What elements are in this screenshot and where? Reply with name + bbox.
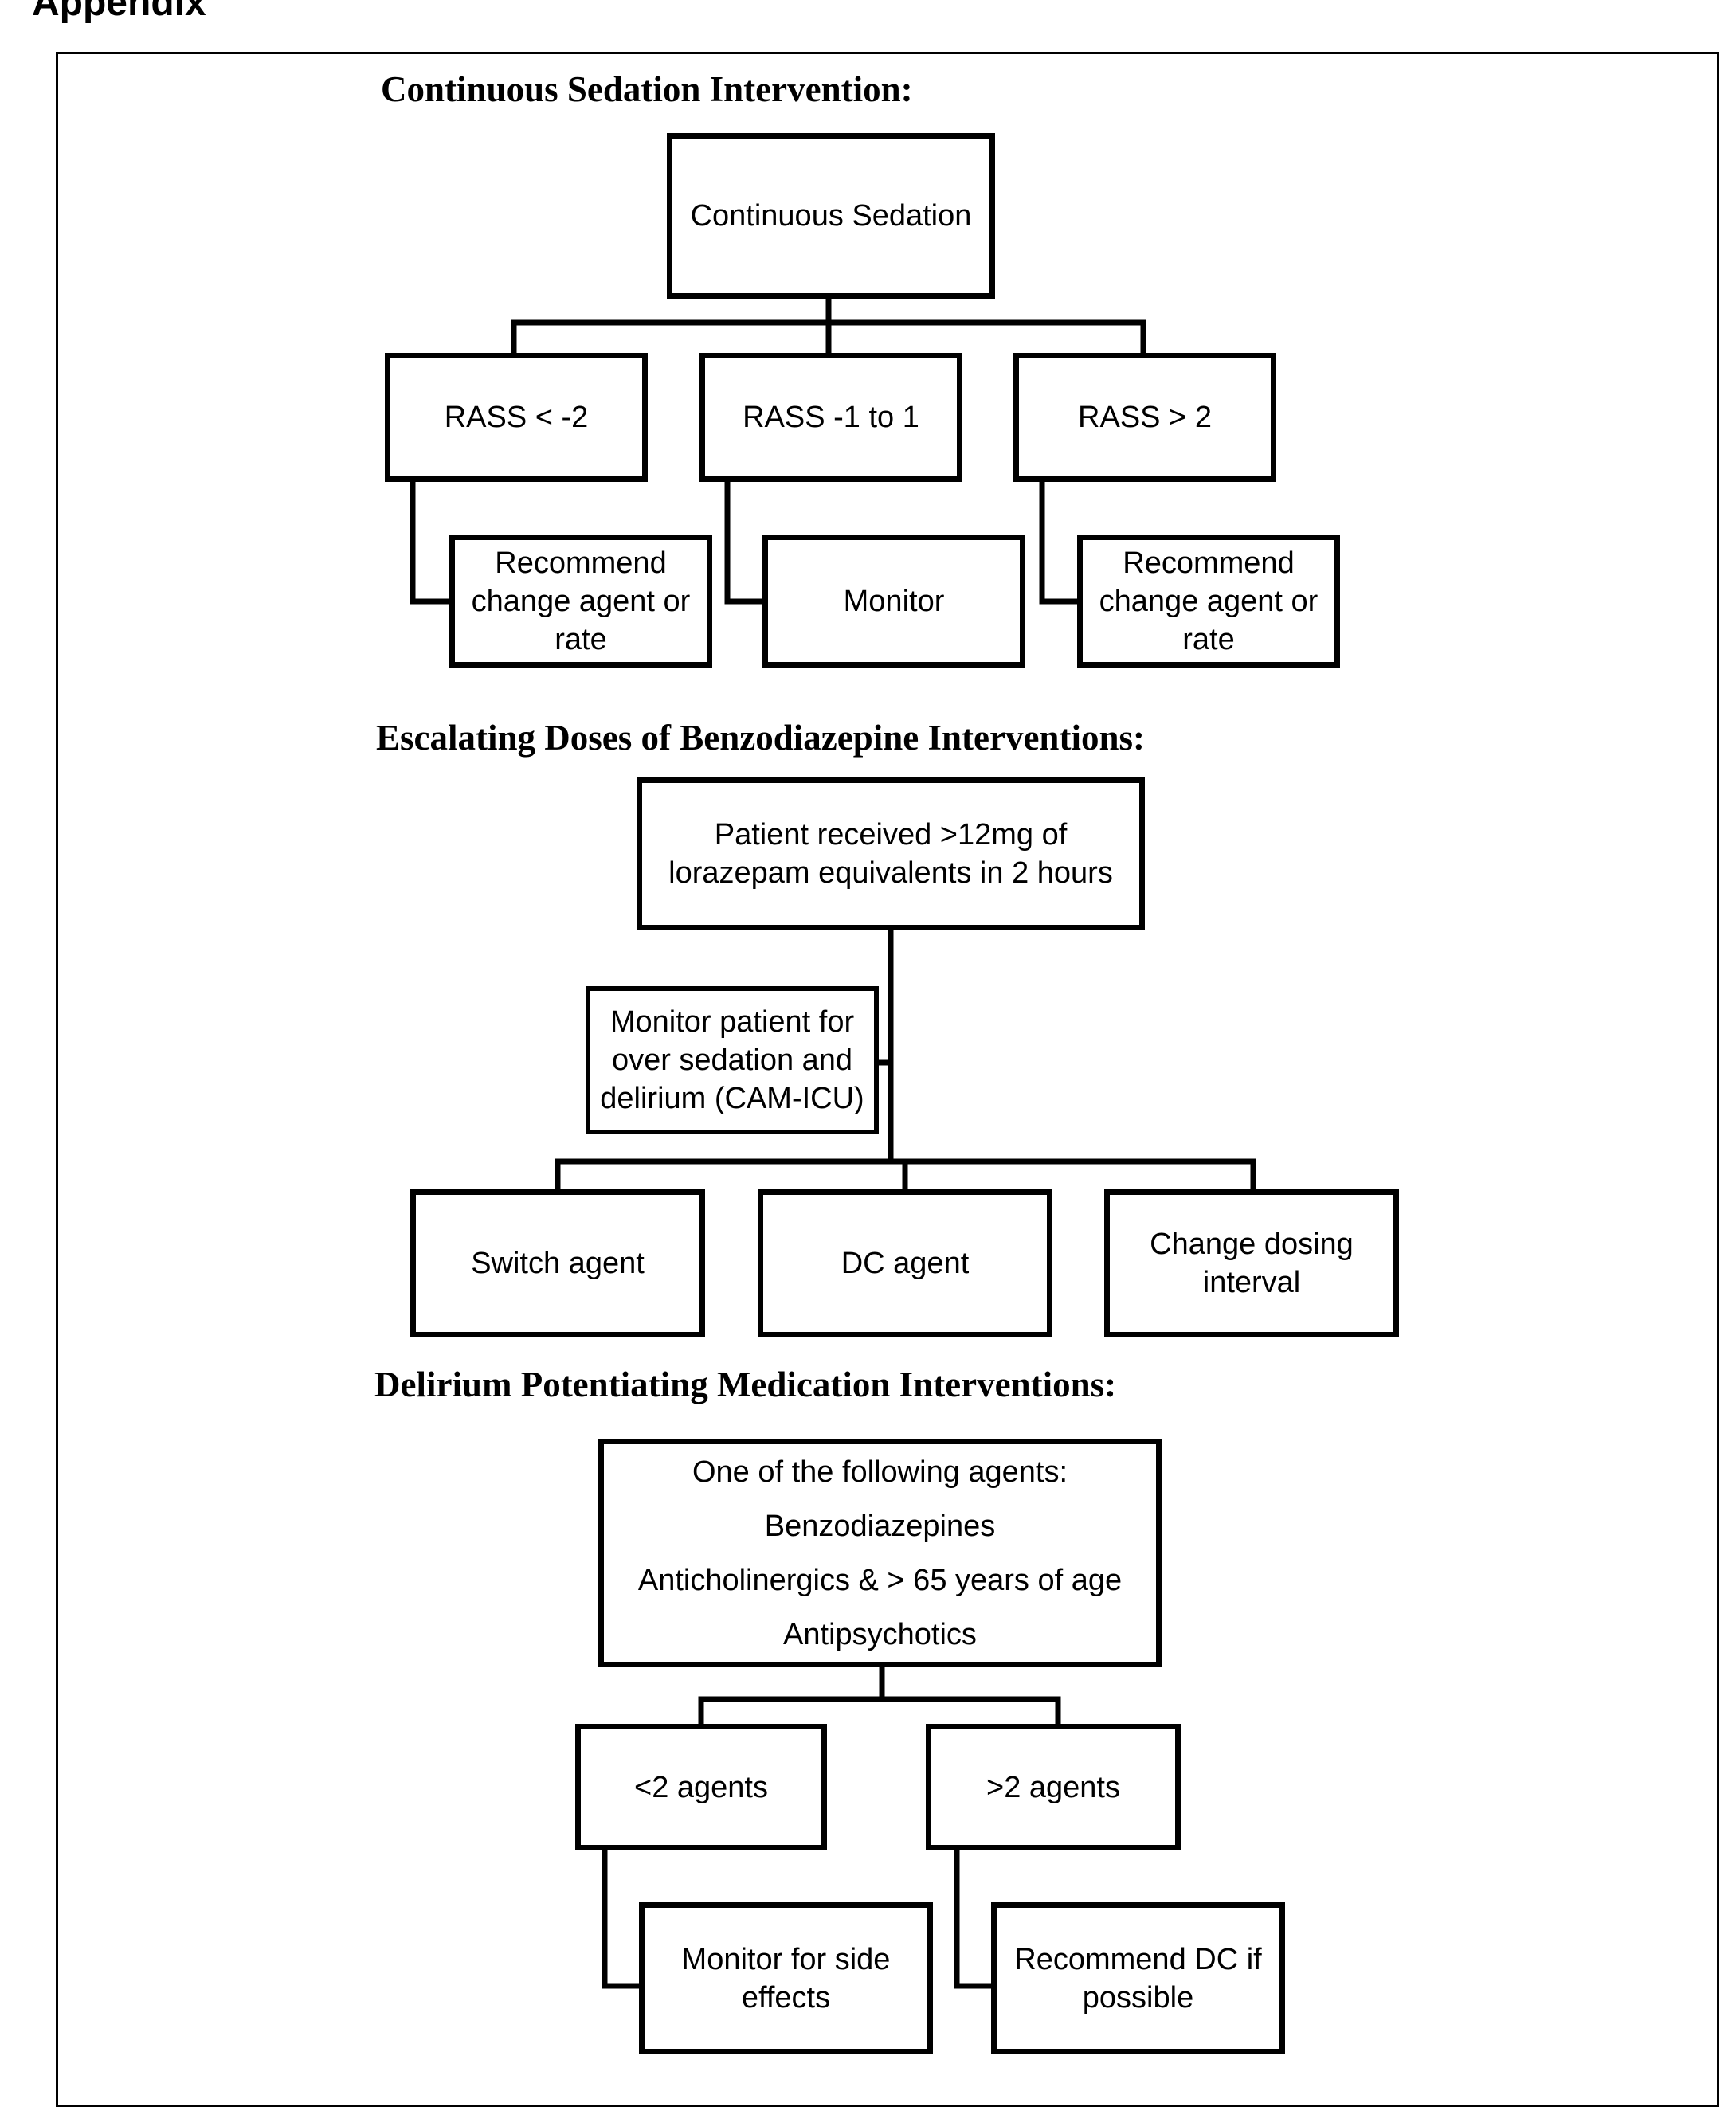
box-text-line: Benzodiazepines xyxy=(764,1509,996,1543)
box-dc-agent: DC agent xyxy=(758,1189,1052,1337)
section-title-delirium: Delirium Potentiating Medication Interve… xyxy=(374,1365,1117,1404)
box-text-line: possible xyxy=(1082,1980,1194,2015)
box-recommend-change-low: Recommend change agent or rate xyxy=(449,535,712,668)
box-switch-agent: Switch agent xyxy=(410,1189,705,1337)
box-text-line: rate xyxy=(1182,622,1235,656)
box-rass-high: RASS > 2 xyxy=(1013,353,1276,482)
connector-lt2-to-action xyxy=(602,1847,645,1989)
box-text-line: One of the following agents: xyxy=(692,1455,1068,1489)
box-text-line: change agent or xyxy=(471,584,691,618)
connector-rass-low-to-action xyxy=(410,479,455,605)
box-text-line: Recommend xyxy=(1123,546,1295,580)
box-text-line: Monitor patient for xyxy=(609,1005,855,1039)
box-text-line: Monitor for side xyxy=(681,1942,891,1976)
box-recommend-change-high: Recommend change agent or rate xyxy=(1077,535,1340,668)
connector-rass-mid-to-action xyxy=(724,479,768,605)
connector-benzo-branches xyxy=(555,1158,1256,1194)
box-rass-low: RASS < -2 xyxy=(385,353,648,482)
box-text-line: rate xyxy=(555,622,607,656)
box-monitor-over-sedation: Monitor patient for over sedation and de… xyxy=(586,986,879,1134)
box-continuous-sedation: Continuous Sedation xyxy=(667,133,995,299)
box-agents-list: One of the following agents: Benzodiazep… xyxy=(598,1439,1162,1667)
connector-ge2-to-action xyxy=(954,1847,997,1989)
box-text: >2 agents xyxy=(986,1770,1120,1804)
box-monitor: Monitor xyxy=(762,535,1025,668)
box-text-line: Recommend DC if xyxy=(1014,1942,1262,1976)
box-text-line: effects xyxy=(741,1980,831,2015)
box-text-line: lorazepam equivalents in 2 hours xyxy=(668,856,1113,890)
box-less-than-2-agents: <2 agents xyxy=(575,1724,827,1850)
box-patient-received-lorazepam: Patient received >12mg of lorazepam equi… xyxy=(637,777,1145,930)
box-text: Switch agent xyxy=(471,1247,645,1280)
box-text: RASS > 2 xyxy=(1078,401,1212,434)
box-change-dosing-interval: Change dosing interval xyxy=(1104,1189,1399,1337)
box-text-line: Recommend xyxy=(495,546,667,580)
box-text: <2 agents xyxy=(634,1770,768,1804)
section-title-continuous-sedation: Continuous Sedation Intervention: xyxy=(381,69,913,109)
connector-delirium-root xyxy=(698,1664,1061,1732)
box-text-line: delirium (CAM-ICU) xyxy=(600,1082,864,1115)
appendix-heading: Appendix xyxy=(32,0,206,24)
box-text: Monitor xyxy=(843,584,945,618)
box-text-line: interval xyxy=(1202,1266,1301,1299)
box-text: DC agent xyxy=(841,1247,970,1280)
connector-rass-high-to-action xyxy=(1039,479,1083,605)
box-text-line: Change dosing xyxy=(1150,1228,1354,1261)
box-2-or-more-agents: >2 agents xyxy=(926,1724,1181,1850)
box-text-line: Anticholinergics & > 65 years of age xyxy=(637,1563,1123,1597)
box-text: RASS -1 to 1 xyxy=(743,401,919,434)
box-recommend-dc: Recommend DC if possible xyxy=(991,1902,1285,2054)
box-text-line: change agent or xyxy=(1099,584,1319,618)
box-text: RASS < -2 xyxy=(444,401,589,434)
box-rass-mid: RASS -1 to 1 xyxy=(699,353,962,482)
connector-root-to-rass xyxy=(511,296,1146,356)
box-text: Continuous Sedation xyxy=(690,199,972,233)
section-title-benzodiazepine: Escalating Doses of Benzodiazepine Inter… xyxy=(376,718,1145,758)
box-text-line: over sedation and xyxy=(611,1044,853,1077)
box-monitor-side-effects: Monitor for side effects xyxy=(639,1902,933,2054)
box-text-line: Patient received >12mg of xyxy=(714,818,1068,852)
box-text-line: Antipsychotics xyxy=(783,1617,977,1651)
